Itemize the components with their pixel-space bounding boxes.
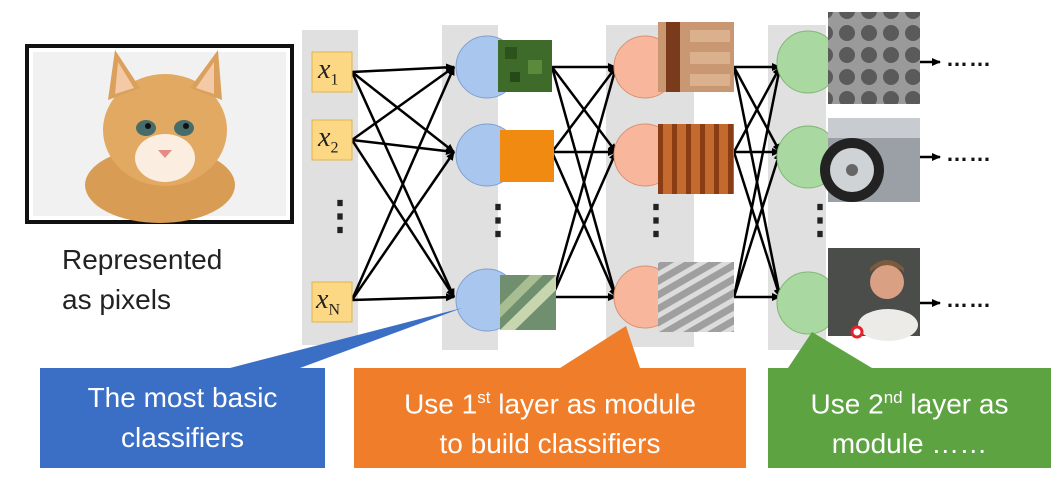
input-var: x <box>316 284 329 315</box>
output-more-3: …… <box>946 287 992 312</box>
input-node-x2 <box>311 119 353 161</box>
input-var: x <box>318 54 331 85</box>
second-callout-pointer <box>788 332 872 368</box>
input-subscript: 1 <box>330 71 339 89</box>
layer2-ellipsis: ⋮ <box>636 198 676 242</box>
layer3-ellipsis: ⋮ <box>800 198 840 242</box>
callout-first-box <box>354 368 746 468</box>
layer1-feature-patches <box>498 40 556 330</box>
callout-first-pre: Use 1 <box>404 388 478 420</box>
input-nodes <box>311 51 353 323</box>
output-more-1: …… <box>946 46 992 71</box>
callout-second-post: layer as <box>902 388 1009 420</box>
callout-basic-line1: The most basic <box>87 382 278 413</box>
input-subscript: N <box>328 301 340 319</box>
callout-first: Use 1st layer as module to build classif… <box>354 378 746 464</box>
connections-layer2-layer3 <box>732 63 783 301</box>
callout-first-post: layer as module <box>490 388 696 420</box>
connections-input-layer1 <box>350 63 456 302</box>
callout-basic-line2: classifiers <box>121 422 244 453</box>
image-caption-line1: Represented <box>62 244 223 275</box>
callout-first-sup: st <box>477 388 491 407</box>
layer3-feature-patches <box>820 12 920 341</box>
layer2-feature-patches <box>658 22 734 332</box>
callout-basic-box <box>40 368 325 468</box>
basic-callout-pointer <box>230 308 462 368</box>
image-caption-line2: as pixels <box>62 284 171 315</box>
first-callout-pointer <box>560 326 640 368</box>
input-subscript: 2 <box>330 139 339 157</box>
input-node-x1 <box>311 51 353 93</box>
callout-second: Use 2nd layer as module …… <box>768 378 1051 464</box>
callout-second-line1: Use 2nd layer as <box>768 378 1051 424</box>
connections-layer1-layer2 <box>550 63 618 301</box>
image-caption: Represented as pixels <box>62 240 222 320</box>
callout-pointers <box>230 308 872 368</box>
input-var: x <box>318 122 331 153</box>
wood-stripe-patch <box>658 124 734 194</box>
input-node-xn <box>311 281 353 323</box>
callout-first-line2: to build classifiers <box>439 428 661 460</box>
cat-image <box>25 44 294 224</box>
input-ellipsis: ⋮ <box>320 194 360 238</box>
callout-second-pre: Use 2 <box>810 388 884 420</box>
orange-patch <box>500 130 554 182</box>
cursor-indicator <box>850 325 864 339</box>
callout-second-sup: nd <box>883 388 903 407</box>
diagonal-texture-patch <box>658 262 734 332</box>
callout-first-line1: Use 1st layer as module <box>354 378 746 424</box>
layer1-ellipsis: ⋮ <box>478 198 518 242</box>
input-label-x1: x1 <box>318 54 338 90</box>
input-label-xn: xN <box>316 284 340 320</box>
output-more-2: …… <box>946 141 992 166</box>
honeycomb-patch <box>828 12 920 104</box>
callout-second-line2: module …… <box>831 428 988 460</box>
callout-basic: The most basic classifiers <box>40 378 325 458</box>
callout-second-box <box>768 368 1051 468</box>
output-arrows <box>918 58 941 307</box>
input-label-x2: x2 <box>318 122 338 158</box>
